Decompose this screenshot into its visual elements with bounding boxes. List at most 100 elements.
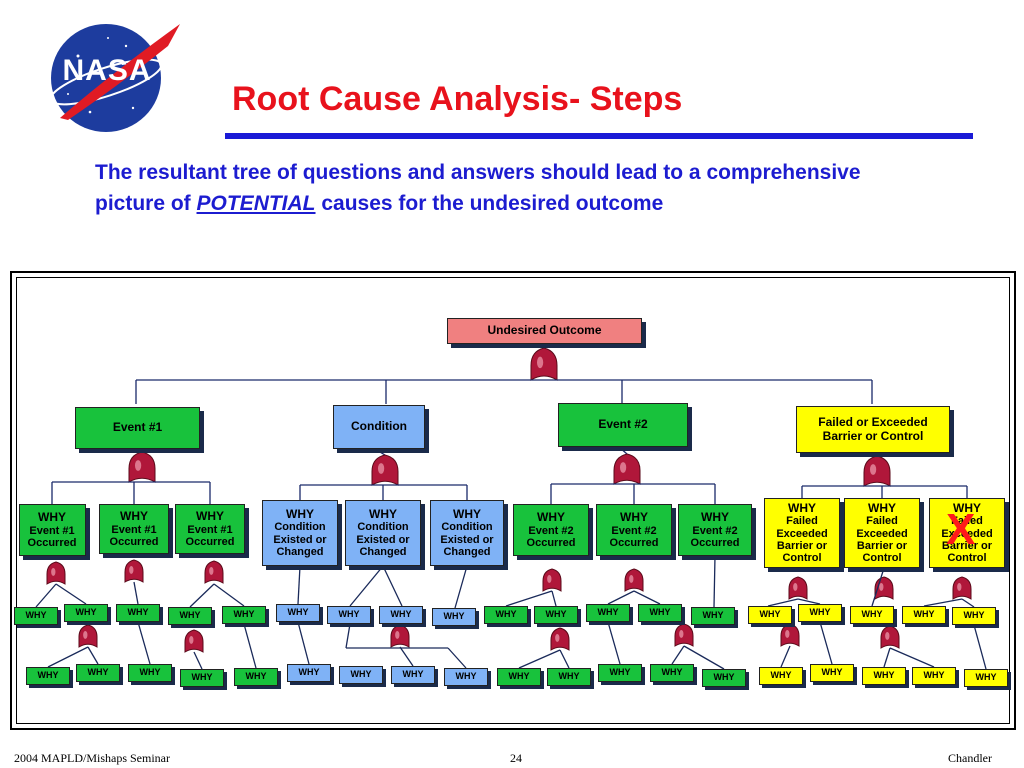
x-marker: X [946, 505, 976, 554]
connector-line [133, 448, 143, 453]
leaf-node-r2-13: WHY [702, 669, 746, 687]
connector-line [374, 448, 386, 456]
why-body: Event #1 Occurred [109, 523, 159, 548]
why-head: WHY [868, 501, 896, 516]
gate-highlight [629, 574, 634, 583]
leaf-label: WHY [495, 609, 517, 620]
gate-highlight [129, 565, 134, 574]
leaf-node-r2-17: WHY [912, 667, 956, 685]
leaf-label: WHY [455, 671, 477, 682]
leaf-label: WHY [402, 669, 424, 680]
connector-line [767, 598, 799, 607]
why-head: WHY [120, 509, 148, 524]
leaf-label: WHY [75, 607, 97, 618]
why-head: WHY [620, 510, 648, 525]
leaf-node-r1-5: WHY [276, 604, 320, 622]
leaf-node-r1-14: WHY [748, 606, 792, 624]
connector-line [871, 567, 885, 607]
or-gate-icon [124, 559, 144, 583]
leaf-label: WHY [963, 610, 985, 621]
connector-line [607, 621, 621, 665]
branch-label: Event #2 [598, 417, 648, 432]
gate-highlight [189, 635, 194, 644]
connector-line [607, 590, 635, 605]
leaf-node-r1-4: WHY [222, 606, 266, 624]
leaf-label: WHY [770, 670, 792, 681]
root-label: Undesired Outcome [487, 323, 602, 338]
gate-highlight [869, 464, 877, 475]
connector-line [559, 649, 570, 669]
or-gate-icon [880, 625, 900, 649]
connector-line [243, 623, 257, 669]
leaf-node-r2-0: WHY [26, 667, 70, 685]
leaf-node-r1-11: WHY [586, 604, 630, 622]
leaf-node-r2-4: WHY [234, 668, 278, 686]
why-body: Condition Existed or Changed [440, 521, 494, 558]
connector-line [382, 565, 403, 607]
connector-line [35, 583, 57, 608]
or-gate-icon [788, 576, 808, 600]
nasa-logo-text: NASA [62, 54, 152, 87]
leaf-node-r2-18: WHY [964, 669, 1008, 687]
connector-line [683, 645, 725, 670]
gate-highlight [885, 631, 890, 640]
connector-line [819, 621, 833, 665]
connector-line [780, 645, 791, 668]
why-head: WHY [369, 507, 397, 522]
connector-line [961, 598, 975, 608]
leaf-node-r1-10: WHY [534, 606, 578, 624]
why-head: WHY [38, 510, 66, 525]
leaf-node-r1-13: WHY [691, 607, 735, 625]
leaf-node-r1-8: WHY [432, 608, 476, 626]
or-gate-icon [624, 568, 644, 592]
leaf-node-r2-14: WHY [759, 667, 803, 685]
leaf-label: WHY [661, 667, 683, 678]
leaf-label: WHY [179, 610, 201, 621]
why-body: Condition Existed or Changed [356, 521, 410, 558]
connector-line [713, 555, 716, 608]
footer-left: 2004 MAPLD/Mishaps Seminar [14, 751, 170, 765]
connector-line [618, 446, 628, 455]
connector-line [297, 565, 301, 605]
or-gate-icon [46, 561, 66, 585]
gate-highlight [957, 582, 962, 591]
leaf-label: WHY [713, 672, 735, 683]
nasa-logo: NASA [38, 16, 188, 136]
why-head: WHY [453, 507, 481, 522]
leaf-node-r1-7: WHY [379, 606, 423, 624]
why-body: Condition Existed or Changed [273, 521, 327, 558]
or-gate-icon [863, 455, 891, 487]
connector-line [399, 646, 414, 667]
leaf-label: WHY [597, 607, 619, 618]
connector-line [193, 651, 203, 670]
leaf-label: WHY [923, 670, 945, 681]
leaf-label: WHY [609, 667, 631, 678]
subtitle-post: causes for the undesired outcome [321, 192, 664, 215]
leaf-label: WHY [821, 667, 843, 678]
why-body: Event #1 Occurred [185, 523, 235, 548]
connector-line [797, 598, 821, 605]
connector-line [447, 647, 467, 669]
connector-line [137, 621, 151, 665]
footer-right: Chandler [948, 751, 992, 765]
diagram-frame-inner [16, 277, 1010, 724]
gate-highlight [785, 629, 790, 638]
nasa-meatball-icon [49, 24, 180, 132]
or-gate-icon [184, 629, 204, 653]
why-body: Event #2 Occurred [526, 524, 576, 549]
leaf-node-r1-15: WHY [798, 604, 842, 622]
connector-line [345, 623, 351, 649]
leaf-node-r2-9: WHY [497, 668, 541, 686]
or-gate-icon [542, 568, 562, 592]
connector-line [518, 649, 561, 669]
branch-label: Condition [351, 419, 407, 434]
subtitle-pre: The resultant tree of questions and answ… [95, 161, 861, 215]
connector-line [551, 590, 557, 607]
leaf-node-r2-11: WHY [598, 664, 642, 682]
connector-line [189, 583, 215, 608]
leaf-node-r1-17: WHY [902, 606, 946, 624]
